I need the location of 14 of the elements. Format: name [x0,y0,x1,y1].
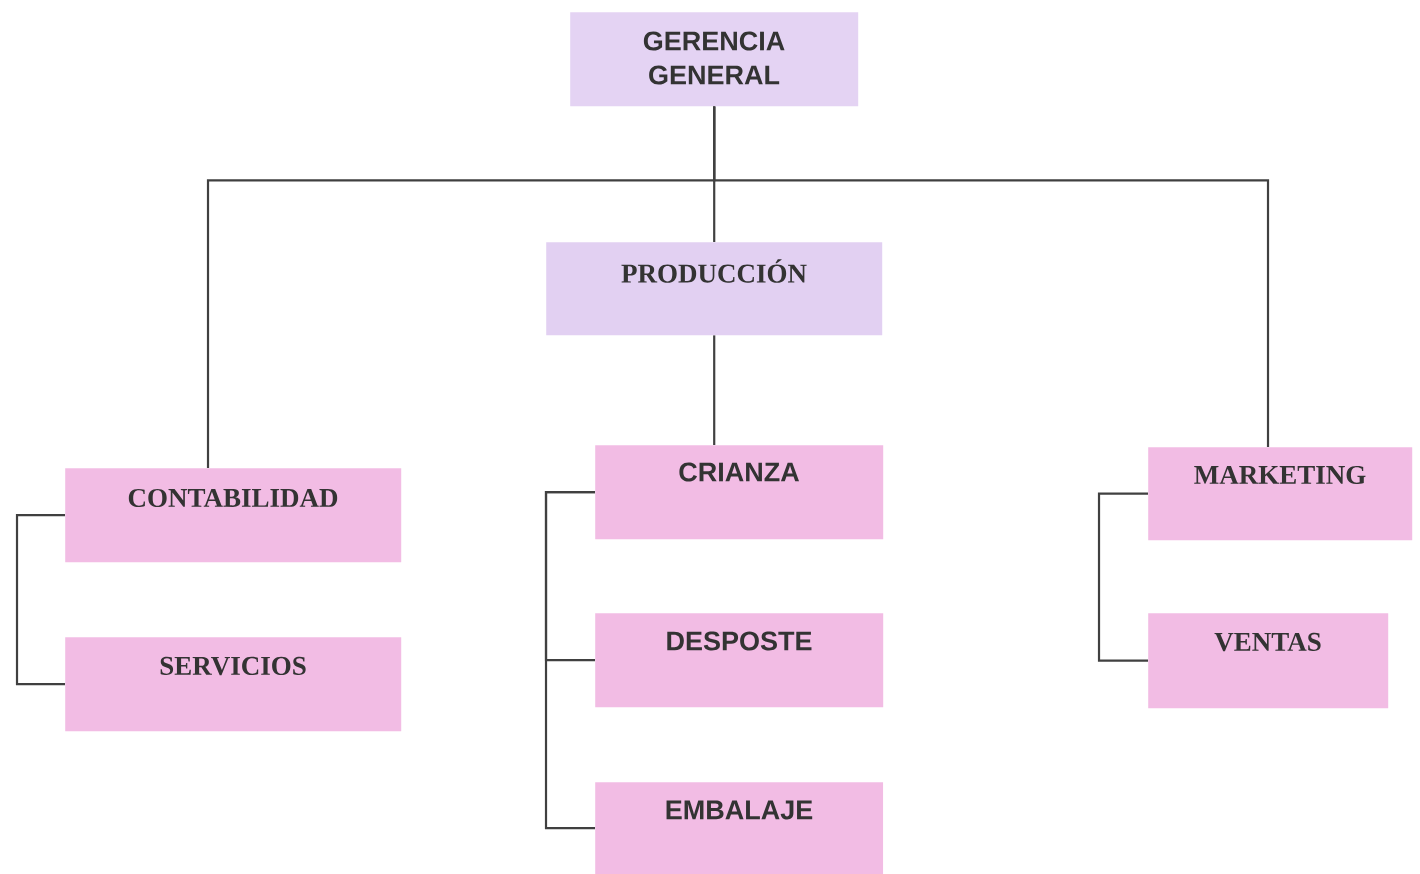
org-box: CRIANZA [595,445,884,540]
connector-line [713,335,716,445]
connector-line [15,514,65,686]
org-box: CONTABILIDAD [65,468,402,563]
org-box: VENTAS [1148,613,1389,709]
org-box: GERENCIA GENERAL [570,12,859,107]
org-box: MARKETING [1148,447,1413,541]
org-box: DESPOSTE [595,613,884,708]
connector-line [713,106,1270,447]
connector-line [544,491,595,830]
org-box: EMBALAJE [595,782,884,874]
connector-line [1097,492,1148,662]
org-box: PRODUCCIÓN [546,242,883,336]
org-box: SERVICIOS [65,637,402,732]
